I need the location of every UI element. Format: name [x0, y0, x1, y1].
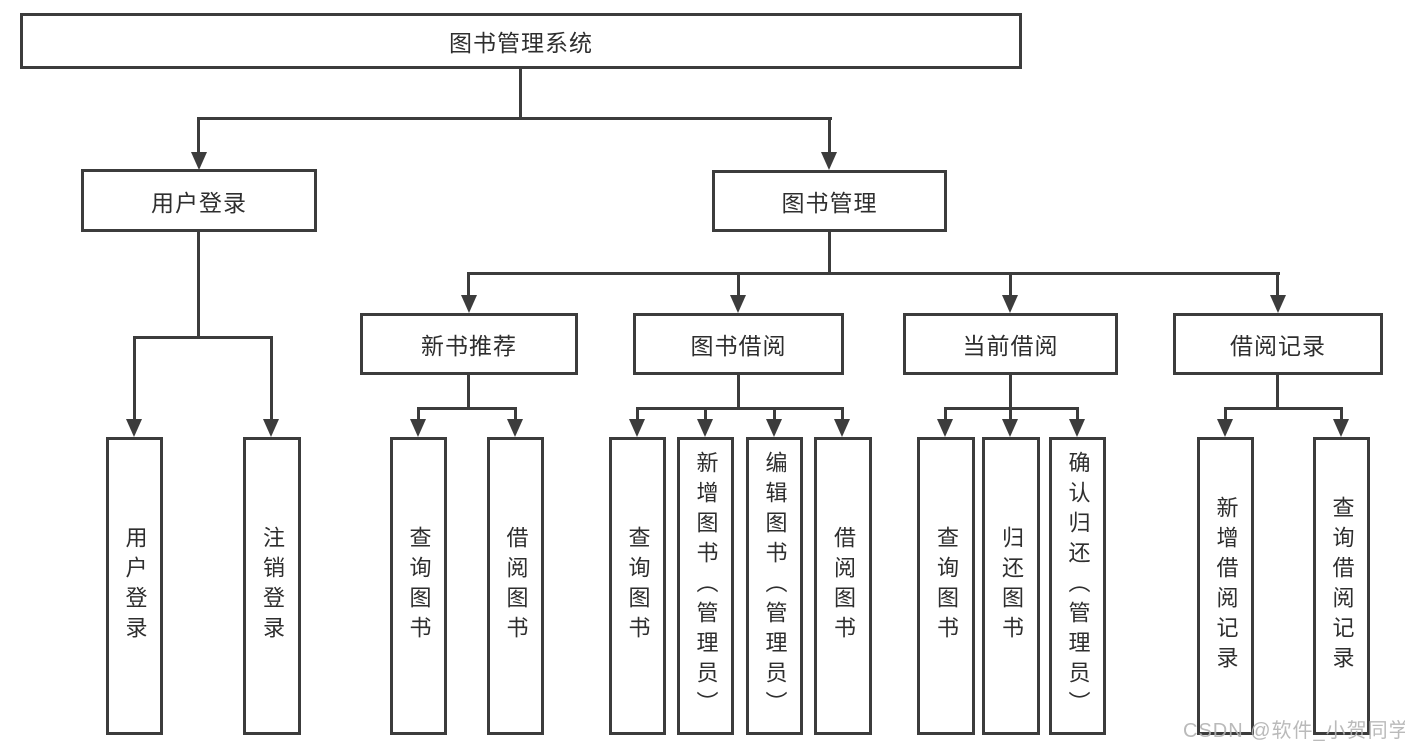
node-borrow-records: 借阅记录: [1173, 313, 1383, 375]
connector-stem-logout: [270, 336, 273, 419]
connector-root-bar: [197, 117, 832, 120]
leaf-query-books-recommend: 查询图书: [390, 437, 447, 735]
leaf-edit-books-admin-label: 编辑图书（管理员）: [762, 451, 788, 721]
csdn-watermark: CSDN @软件_小贺同学: [1183, 720, 1405, 742]
leaf-logout-label: 注销登录: [260, 526, 285, 646]
connector-book-management-bar: [467, 272, 1280, 275]
connector-book-borrow-bar: [636, 407, 844, 410]
leaf-borrow-books: 借阅图书: [814, 437, 872, 735]
arrow-to-logout: [263, 419, 279, 437]
connector-stem-book-borrow: [737, 272, 740, 295]
connector-new-book-stem: [467, 375, 470, 407]
node-book-borrow: 图书借阅: [633, 313, 844, 375]
arrow-to-borrow-books-recommend: [507, 419, 523, 437]
arrow-to-borrow-records: [1270, 295, 1286, 313]
connector-book-borrow-stem: [737, 375, 740, 407]
connector-stem-return-books: [1009, 407, 1012, 419]
arrow-to-query-books-current: [937, 419, 953, 437]
arrow-to-book-borrow: [730, 295, 746, 313]
leaf-add-borrow-record: 新增借阅记录: [1197, 437, 1254, 735]
leaf-confirm-return-admin-label: 确认归还（管理员）: [1065, 451, 1091, 721]
leaf-borrow-books-recommend: 借阅图书: [487, 437, 544, 735]
arrow-to-return-books: [1002, 419, 1018, 437]
arrow-to-user-login: [191, 152, 207, 170]
arrow-to-confirm-return-admin: [1069, 419, 1085, 437]
leaf-return-books: 归还图书: [982, 437, 1040, 735]
connector-root-stem: [519, 68, 522, 117]
arrow-to-query-borrow-record: [1333, 419, 1349, 437]
connector-stem-query-books-borrow: [636, 407, 639, 419]
connector-book-management-stem: [828, 232, 831, 272]
connector-stem-edit-books-admin: [773, 407, 776, 419]
leaf-query-borrow-record-label: 查询借阅记录: [1329, 496, 1355, 676]
connector-user-login-stem: [197, 232, 200, 336]
connector-current-borrow-stem: [1009, 375, 1012, 407]
connector-stem-user-login: [197, 117, 200, 152]
leaf-return-books-label: 归还图书: [999, 526, 1024, 646]
connector-borrow-records-bar: [1224, 407, 1343, 410]
leaf-borrow-books-recommend-label: 借阅图书: [503, 526, 529, 646]
connector-stem-borrow-records: [1276, 272, 1279, 295]
leaf-borrow-books-label: 借阅图书: [831, 526, 856, 646]
arrow-to-query-books-borrow: [629, 419, 645, 437]
connector-stem-new-book-recommend: [467, 272, 470, 295]
leaf-edit-books-admin: 编辑图书（管理员）: [746, 437, 803, 735]
connector-stem-current-borrow: [1009, 272, 1012, 295]
connector-stem-borrow-books-recommend: [514, 407, 517, 419]
connector-stem-user-login-leaf: [133, 336, 136, 419]
connector-new-book-bar: [417, 407, 517, 410]
leaf-add-borrow-record-label: 新增借阅记录: [1213, 496, 1239, 676]
arrow-to-book-management: [821, 152, 837, 170]
leaf-add-books-admin: 新增图书（管理员）: [677, 437, 734, 735]
node-user-login: 用户登录: [81, 169, 317, 232]
connector-stem-borrow-books: [841, 407, 844, 419]
leaf-add-books-admin-label: 新增图书（管理员）: [693, 451, 719, 721]
leaf-query-books-borrow-label: 查询图书: [625, 526, 651, 646]
leaf-user-login-label: 用户登录: [122, 526, 148, 646]
arrow-to-edit-books-admin: [766, 419, 782, 437]
arrow-to-query-books-recommend: [410, 419, 426, 437]
node-root: 图书管理系统: [20, 13, 1022, 69]
connector-stem-book-management: [828, 117, 831, 152]
leaf-confirm-return-admin: 确认归还（管理员）: [1049, 437, 1106, 735]
leaf-query-books-recommend-label: 查询图书: [406, 526, 432, 646]
leaf-user-login: 用户登录: [106, 437, 163, 735]
arrow-to-current-borrow: [1002, 295, 1018, 313]
arrow-to-borrow-books: [834, 419, 850, 437]
leaf-query-books-current-label: 查询图书: [934, 526, 959, 646]
leaf-query-books-borrow: 查询图书: [609, 437, 666, 735]
connector-stem-query-books-recommend: [417, 407, 420, 419]
connector-user-login-bar: [133, 336, 273, 339]
arrow-to-add-books-admin: [697, 419, 713, 437]
leaf-query-borrow-record: 查询借阅记录: [1313, 437, 1370, 735]
arrow-to-add-borrow-record: [1217, 419, 1233, 437]
connector-stem-query-books-current: [944, 407, 947, 419]
node-book-management: 图书管理: [712, 170, 947, 232]
node-current-borrow: 当前借阅: [903, 313, 1118, 375]
connector-stem-query-borrow-record: [1340, 407, 1343, 419]
arrow-to-user-login-leaf: [126, 419, 142, 437]
node-new-book-recommend: 新书推荐: [360, 313, 578, 375]
arrow-to-new-book-recommend: [461, 295, 477, 313]
connector-borrow-records-stem: [1276, 375, 1279, 407]
connector-stem-add-books-admin: [704, 407, 707, 419]
connector-stem-add-borrow-record: [1224, 407, 1227, 419]
leaf-query-books-current: 查询图书: [917, 437, 975, 735]
connector-stem-confirm-return-admin: [1076, 407, 1079, 419]
leaf-logout: 注销登录: [243, 437, 301, 735]
